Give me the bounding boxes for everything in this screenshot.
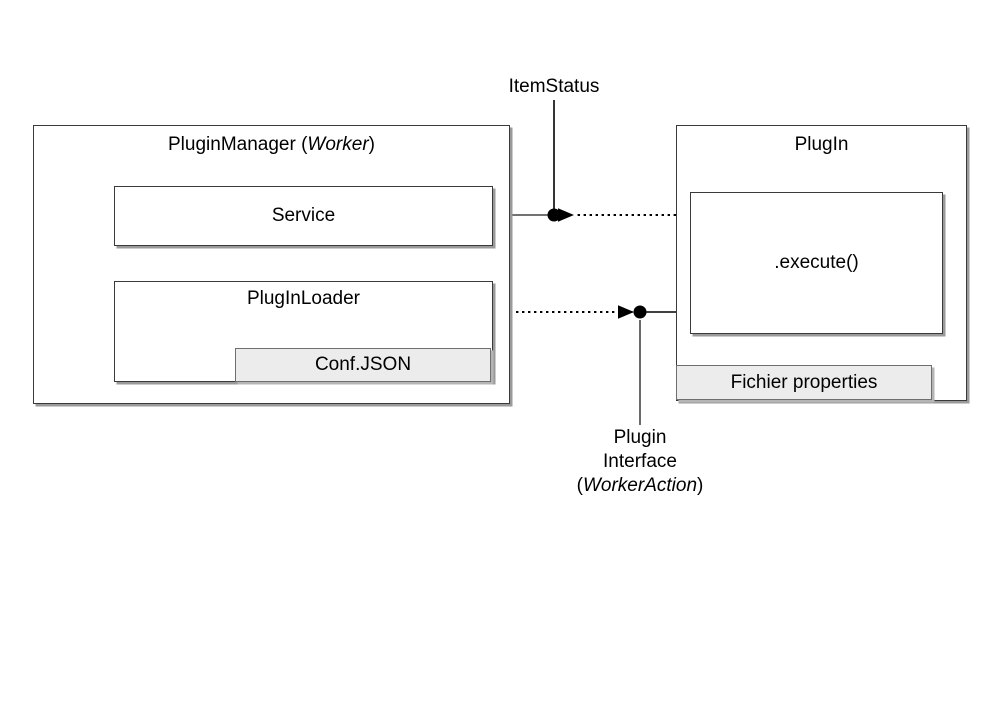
item-status-junction-dot <box>547 208 561 222</box>
conf-json-label: Conf.JSON <box>314 354 412 375</box>
plugin-interface-paren-open: ( <box>576 475 583 496</box>
fichier-properties-box[interactable]: Fichier properties <box>676 365 932 400</box>
pluginmanager-title-close: ) <box>368 134 375 155</box>
pluginmanager-title: PluginManager (Worker) <box>33 134 510 156</box>
execute-box[interactable]: .execute() <box>690 192 943 334</box>
plugin-interface-junction-dot <box>633 305 647 319</box>
plugin-interface-paren-close: ) <box>697 475 704 496</box>
plugin-interface-label: Plugin Interface (WorkerAction) <box>540 426 740 498</box>
service-label: Service <box>271 205 336 226</box>
plugin-title: PlugIn <box>794 134 849 155</box>
pluginmanager-title-italic: Worker <box>307 134 369 155</box>
plugin-interface-label-line1: Plugin <box>613 427 667 448</box>
plugin-interface-label-line3: (WorkerAction) <box>540 474 740 498</box>
service-box[interactable]: Service <box>114 186 493 246</box>
execute-label: .execute() <box>774 252 859 273</box>
plugin-interface-workeraction: WorkerAction <box>582 475 698 496</box>
pluginloader-label: PlugInLoader <box>246 288 361 309</box>
plugin-interface-label-line2: Interface <box>603 451 677 472</box>
pluginmanager-title-main: PluginManager ( <box>168 134 308 155</box>
fichier-properties-label: Fichier properties <box>730 371 878 393</box>
conf-json-box[interactable]: Conf.JSON <box>235 348 491 382</box>
item-status-label: ItemStatus <box>508 76 600 97</box>
